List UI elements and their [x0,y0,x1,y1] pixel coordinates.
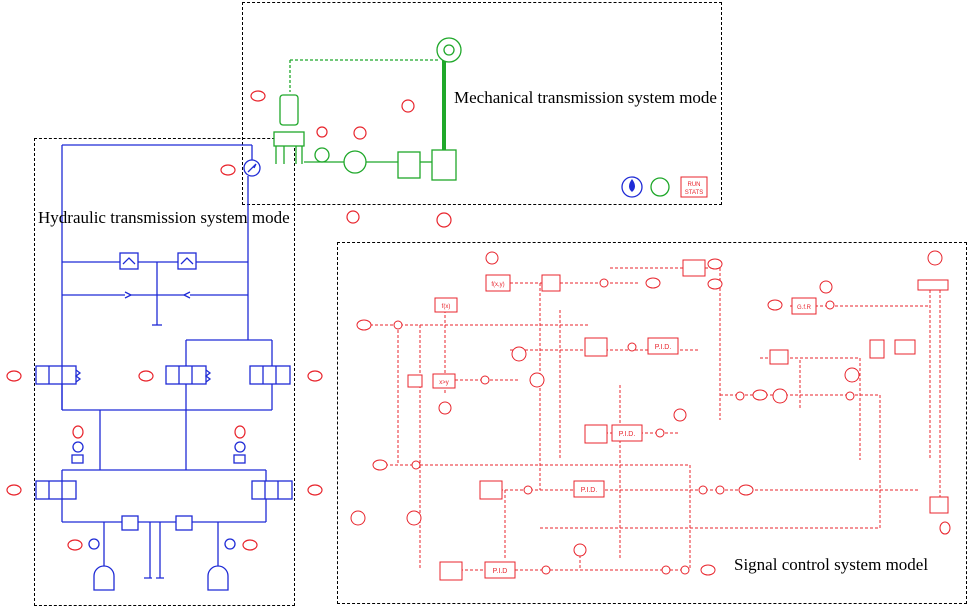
winch-pulley-icon[interactable] [436,37,462,63]
pid-block-4[interactable] [484,561,516,579]
gain-block[interactable] [791,297,817,315]
signal-region-frame [337,242,967,604]
mechanical-circuit [273,37,670,197]
mechanical-region-title: Mechanical transmission system mode [454,88,717,107]
compare-block-2[interactable] [769,349,789,365]
water-drop-icon[interactable] [621,176,643,198]
signal-blocks: f(x,y) f(x) x>y P.I.D. P.I.D. P.I.D. P.I… [350,250,951,581]
directional-valve-left[interactable] [35,365,77,385]
hydraulic-sensors [6,164,323,551]
run-stats-line1: RUN [688,182,701,188]
pid-block-3[interactable] [573,480,605,498]
hydraulic-region-frame [34,138,295,606]
switch-block-1[interactable] [584,337,608,357]
compare-block-3[interactable] [869,339,885,359]
lower-valve-right[interactable] [251,480,293,500]
compare-block[interactable] [432,373,456,389]
gearbox-block[interactable] [279,94,299,126]
hydraulic-circuit [35,144,293,591]
svg-text:P.I.D.: P.I.D. [581,487,598,494]
compare-block-4[interactable] [929,496,949,514]
function-block-fxy[interactable] [485,274,511,292]
svg-text:G.f.R: G.f.R [797,305,812,311]
switch-block-4[interactable] [439,561,463,581]
directional-valve-center[interactable] [165,365,207,385]
lower-valve-left[interactable] [35,480,77,500]
svg-text:f(x): f(x) [442,304,451,310]
switch-block-3[interactable] [479,480,503,500]
lower-relief-valve-right[interactable] [175,515,193,531]
svg-text:P.I.D: P.I.D [493,568,508,575]
compare-block-5[interactable] [407,374,423,388]
reducer-block[interactable] [397,151,421,179]
signal-wiring [370,267,941,571]
relief-valve-left[interactable] [119,252,139,270]
drum-block[interactable] [431,149,457,181]
switch-block-2[interactable] [584,424,608,444]
mux-block[interactable] [917,279,949,291]
clutch-icon[interactable] [314,147,330,163]
fx-block-2[interactable] [894,339,916,355]
accumulator-right-icon[interactable] [207,565,229,591]
mechanical-sensors [250,90,452,228]
mechanical-region-frame [242,2,722,205]
pid-block-2[interactable] [611,424,643,442]
gear-icon[interactable] [650,177,670,197]
switch-block-5[interactable] [682,259,706,277]
hydraulic-region-title: Hydraulic transmission system mode [38,208,290,227]
svg-text:x>y: x>y [439,380,449,386]
accumulator-left-icon[interactable] [93,565,115,591]
limiter-block[interactable] [541,274,561,292]
svg-text:P.I.D.: P.I.D. [619,431,636,438]
pid-block-1[interactable] [647,337,679,355]
lower-relief-valve-left[interactable] [121,515,139,531]
signal-region-title: Signal control system model [734,555,929,574]
pressure-gauge-right[interactable] [234,441,246,453]
run-stats-line2: STATS [685,190,703,196]
relief-valve-right[interactable] [177,252,197,270]
motor-icon[interactable] [343,150,367,174]
directional-valve-right[interactable] [249,365,291,385]
function-block-fx[interactable] [434,297,458,313]
run-stats-button[interactable]: RUN STATS [680,176,708,198]
svg-text:f(x,y): f(x,y) [491,282,504,288]
pressure-gauge-left[interactable] [72,441,84,453]
svg-text:P.I.D.: P.I.D. [655,344,672,351]
